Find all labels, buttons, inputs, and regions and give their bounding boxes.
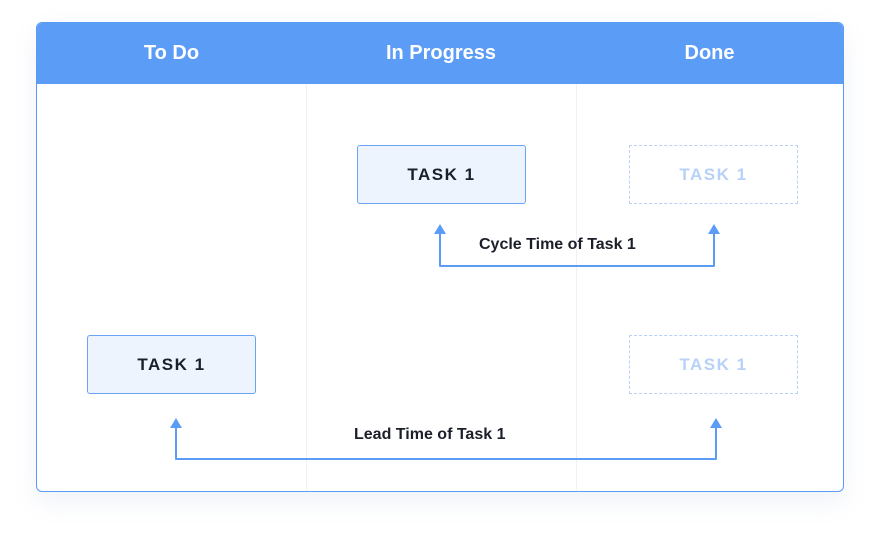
board-header: To Do In Progress Done [37, 23, 843, 84]
task-card-done-placeholder: TASK 1 [629, 145, 798, 204]
column-divider [576, 84, 577, 491]
arrow-up-icon [710, 418, 722, 428]
lead-time-bracket [175, 426, 717, 460]
column-title-todo: To Do [143, 42, 200, 64]
arrow-up-icon [434, 224, 446, 234]
cycle-time-bracket [439, 232, 715, 267]
column-title-done: Done [684, 42, 735, 64]
task-card-in-progress[interactable]: TASK 1 [357, 145, 526, 204]
task-card-todo[interactable]: TASK 1 [87, 335, 256, 394]
arrow-up-icon [170, 418, 182, 428]
cycle-time-label: Cycle Time of Task 1 [479, 236, 636, 253]
kanban-board: To Do In Progress Done [36, 22, 844, 492]
column-title-in-progress: In Progress [385, 42, 497, 64]
arrow-up-icon [708, 224, 720, 234]
column-divider [306, 84, 307, 491]
lead-time-label: Lead Time of Task 1 [354, 426, 506, 443]
task-card-done-placeholder: TASK 1 [629, 335, 798, 394]
